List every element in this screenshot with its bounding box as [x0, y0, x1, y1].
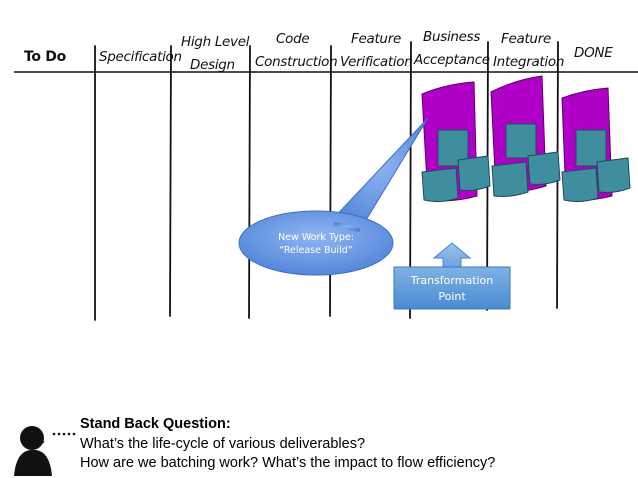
- header-business-acceptance-line2: Acceptance: [413, 52, 490, 68]
- work-card: [596, 157, 631, 193]
- speech-bubble-body: [238, 210, 394, 276]
- transformation-box: [393, 266, 511, 310]
- work-card: [575, 129, 607, 167]
- header-high-level-design-line1: High Level: [181, 34, 250, 50]
- thinking-person-icon: [14, 426, 76, 476]
- speech-bubble: New Work Type: “Release Build”: [238, 117, 429, 276]
- header-code-construction-line2: Construction: [255, 54, 337, 70]
- question-line2: How are we batching work? What’s the imp…: [80, 455, 496, 471]
- question-line1: What’s the life-cycle of various deliver…: [80, 435, 366, 452]
- question-title: Stand Back Question:: [80, 416, 231, 432]
- work-card: [505, 123, 537, 159]
- transformation-callout: Transformation Point: [393, 242, 511, 310]
- release-stack-business-acceptance: [421, 81, 491, 203]
- header-business-acceptance-line1: Business: [423, 29, 480, 45]
- column-dividers: [94, 41, 559, 321]
- stand-back-question: Stand Back Question: What’s the life-cyc…: [80, 415, 620, 474]
- work-card: [491, 161, 529, 197]
- divider-2: [169, 45, 172, 317]
- header-high-level-design-line2: Design: [190, 57, 235, 73]
- header-feature-verification-line2: Verification: [340, 54, 413, 70]
- header-todo: To Do: [24, 49, 67, 65]
- divider-4: [329, 45, 332, 317]
- speech-bubble-line2: “Release Build”: [279, 245, 353, 256]
- transformation-line2: Point: [438, 290, 466, 303]
- header-feature-integration-line2: Integration: [493, 54, 564, 70]
- release-stack-feature-integration: [490, 75, 561, 197]
- work-card: [421, 167, 459, 203]
- work-card: [457, 155, 491, 191]
- header-feature-integration-line1: Feature: [501, 31, 551, 47]
- release-stack-done: [561, 87, 631, 203]
- divider-3: [248, 45, 251, 319]
- work-card: [561, 167, 599, 203]
- up-arrow-icon: [432, 242, 472, 269]
- work-card: [527, 151, 561, 185]
- header-code-construction-line1: Code: [276, 31, 309, 47]
- header-specification: Specification: [99, 49, 182, 65]
- speech-bubble-line1: New Work Type:: [278, 232, 354, 243]
- header-feature-verification-line1: Feature: [351, 31, 401, 47]
- transformation-line1: Transformation: [410, 274, 494, 287]
- column-headers: To Do Specification High Level Design Co…: [24, 29, 614, 73]
- header-done: DONE: [574, 45, 613, 61]
